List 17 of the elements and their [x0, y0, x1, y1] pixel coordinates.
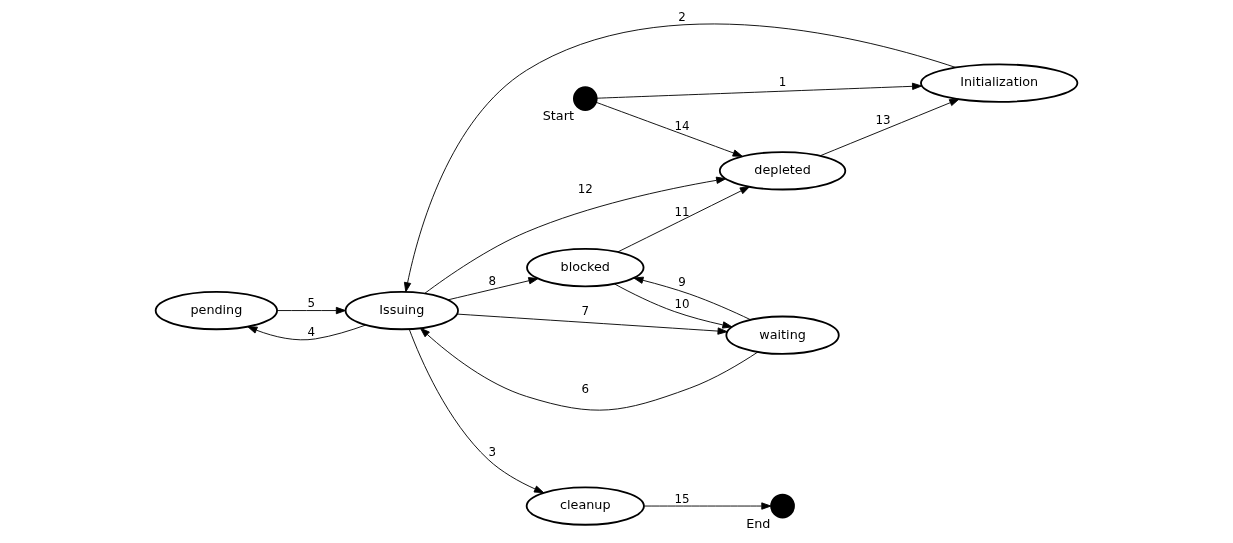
edge-label: 9 [678, 275, 686, 290]
edge-label: 11 [674, 204, 690, 219]
node-label: Start [542, 108, 574, 124]
edge-label: 13 [875, 112, 891, 127]
edge-label: 10 [674, 297, 690, 312]
edge-label: 4 [307, 324, 316, 339]
edge-label: 5 [307, 296, 316, 311]
edge-label: 2 [678, 10, 686, 25]
edge-label: 1 [778, 75, 787, 90]
edge-label: 12 [577, 182, 593, 197]
edge-label: 3 [488, 445, 497, 460]
edge-label: 14 [674, 119, 690, 134]
edge-label: 8 [488, 274, 497, 289]
edge-label: 6 [581, 382, 590, 397]
node-label: End [746, 515, 771, 531]
edge-label: 15 [674, 491, 690, 506]
edge-label: 7 [581, 304, 590, 319]
